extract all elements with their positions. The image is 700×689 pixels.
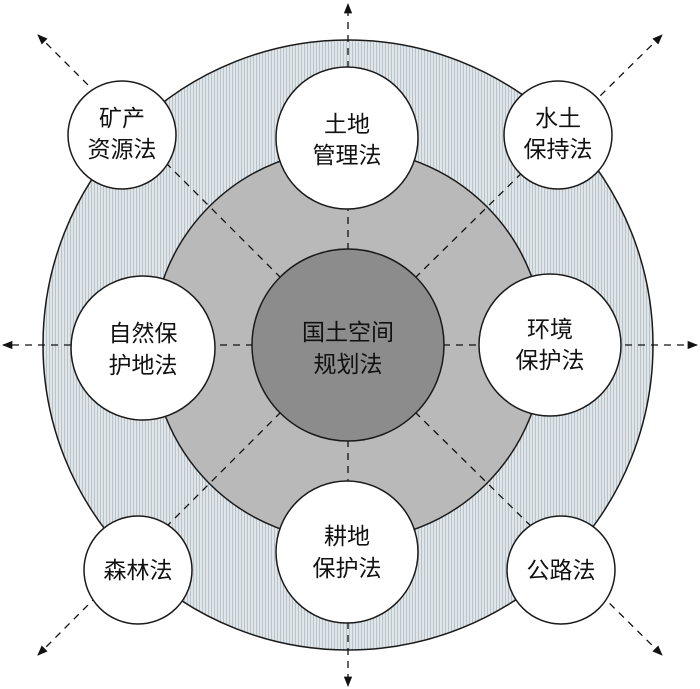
node-label-line1: 公路法	[527, 558, 596, 584]
node-label-line2: 保护法	[313, 556, 382, 582]
node-forest-law: 森林法	[83, 515, 193, 625]
node-environmental-protection-law: 环境 保护法	[478, 273, 622, 417]
node-label-line1: 自然保	[109, 321, 178, 347]
node-land-management-law: 土地 管理法	[275, 66, 419, 210]
node-label-line2: 资源法	[88, 137, 157, 163]
center-label-line2: 规划法	[314, 352, 383, 378]
node-label-line1: 环境	[527, 317, 573, 343]
node-label-line1: 森林法	[104, 558, 173, 584]
node-label-line2: 保持法	[524, 137, 593, 163]
center-label-line1: 国土空间	[302, 320, 394, 346]
node-farmland-protection-law: 耕地 保护法	[275, 480, 419, 624]
node-label-line1: 土地	[324, 112, 370, 138]
center-node: 国土空间 规划法	[251, 248, 445, 442]
node-label-line2: 护地法	[109, 353, 178, 379]
node-nature-reserve-law: 自然保 护地法	[70, 275, 216, 421]
node-highway-law: 公路法	[506, 515, 616, 625]
node-soil-water-conservation-law: 水土 保持法	[503, 80, 613, 190]
node-mineral-resources-law: 矿产 资源法	[67, 80, 177, 190]
node-label-line1: 耕地	[324, 524, 370, 550]
node-label-line2: 管理法	[313, 143, 382, 169]
node-label-line1: 矿产	[99, 106, 145, 132]
node-label-line1: 水土	[535, 106, 581, 132]
node-label-line2: 保护法	[516, 348, 585, 374]
